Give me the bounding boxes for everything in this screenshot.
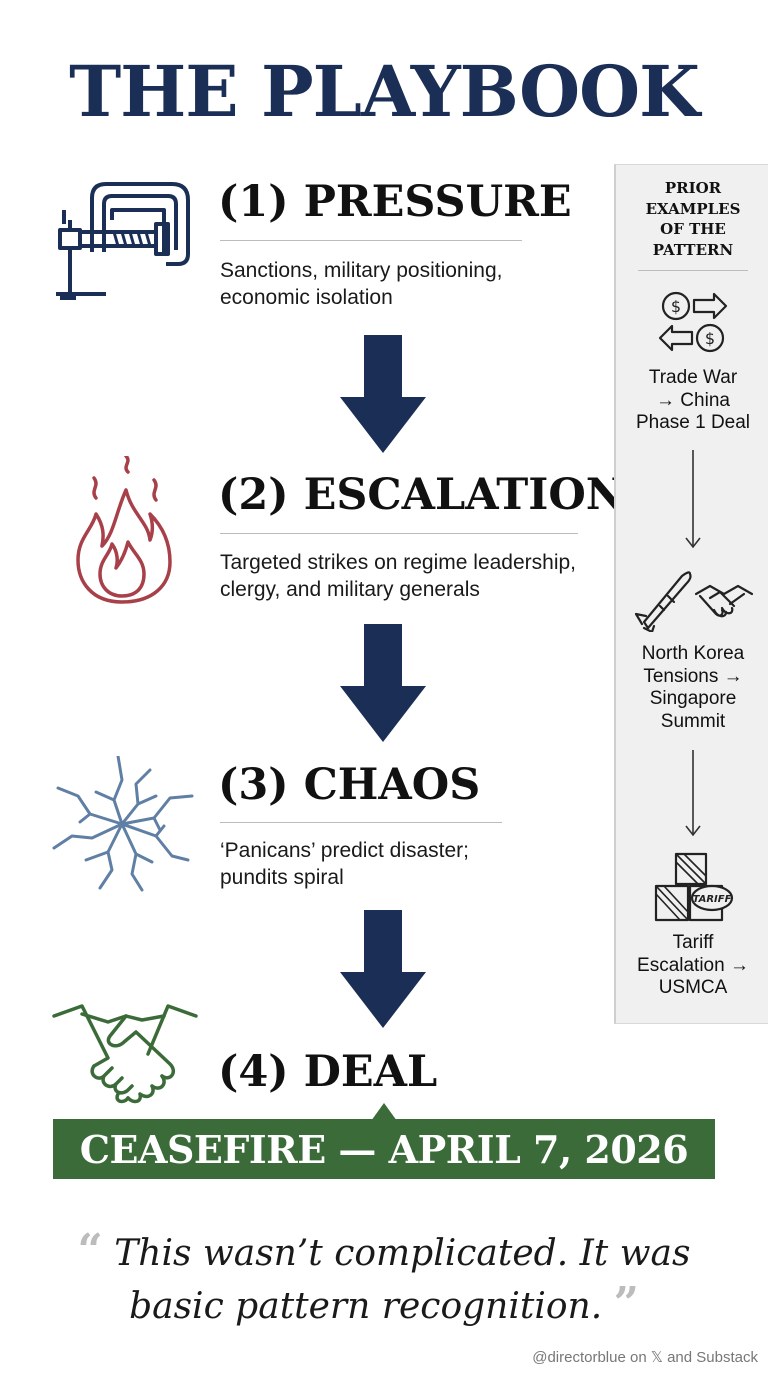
step-description-line: Targeted strikes on regime leadership, xyxy=(220,551,577,574)
step-description-line: clergy, and military generals xyxy=(220,578,480,601)
banner-pointer xyxy=(371,1103,397,1121)
credit-line: @directorblue on 𝕏 and Substack xyxy=(532,1349,758,1366)
step-heading-chaos: (3) CHAOS xyxy=(218,760,481,810)
step-heading-pressure: (1) PRESSURE xyxy=(218,177,572,227)
quote-line-2: basic pattern recognition. xyxy=(129,1286,603,1327)
step-description-escalation: Targeted strikes on regime leadership, c… xyxy=(220,549,576,603)
deal-banner: CEASEFIRE — APRIL 7, 2026 xyxy=(53,1119,715,1179)
svg-text:$: $ xyxy=(671,297,681,316)
down-thin-arrow-icon xyxy=(685,450,701,549)
down-arrow-icon xyxy=(340,335,426,453)
currency-exchange-icon: $ $ xyxy=(658,291,728,353)
svg-text:$: $ xyxy=(705,329,715,348)
sidebar-divider xyxy=(638,270,748,271)
step-divider xyxy=(220,240,522,241)
step-heading-escalation: (2) ESCALATION xyxy=(218,470,626,520)
example-label-north-korea: North Korea Tensions → Singapore Summit xyxy=(641,643,745,732)
flame-icon xyxy=(76,456,172,604)
close-quote-mark: ” xyxy=(613,1278,639,1329)
step-description-chaos: ‘Panicans’ predict disaster; pundits spi… xyxy=(220,837,469,891)
step-heading-deal: (4) DEAL xyxy=(218,1047,438,1097)
page-title: THE PLAYBOOK xyxy=(69,50,700,133)
down-arrow-icon xyxy=(340,910,426,1028)
quote-line-1: This wasn’t complicated. It was xyxy=(114,1233,691,1274)
step-divider xyxy=(220,533,578,534)
step-description-pressure: Sanctions, military positioning, economi… xyxy=(220,257,502,311)
step-divider xyxy=(220,822,502,823)
step-description-line: pundits spiral xyxy=(220,866,344,889)
example-label-trade-war: Trade War → China Phase 1 Deal xyxy=(635,367,751,433)
tariff-crates-icon: TARIFF xyxy=(654,852,734,922)
step-description-line: ‘Panicans’ predict disaster; xyxy=(220,839,470,862)
open-quote-mark: “ xyxy=(77,1225,103,1276)
tariff-stamp-text: TARIFF xyxy=(693,894,732,905)
pull-quote: “ This wasn’t complicated. It was basic … xyxy=(0,1226,768,1332)
sidebar-title: PRIOR EXAMPLES OF THE PATTERN xyxy=(645,179,741,259)
handshake-icon xyxy=(52,1004,198,1104)
step-description-line: economic isolation xyxy=(220,286,393,309)
step-description-line: Sanctions, military positioning, xyxy=(220,259,503,282)
missile-handshake-icon xyxy=(634,571,754,632)
deal-banner-text: CEASEFIRE — APRIL 7, 2026 xyxy=(79,1126,689,1172)
clamp-icon xyxy=(56,182,190,300)
cracked-glass-icon xyxy=(52,756,194,892)
example-label-tariff: Tariff Escalation → USMCA xyxy=(637,932,749,998)
down-thin-arrow-icon xyxy=(685,750,701,837)
down-arrow-icon xyxy=(340,624,426,742)
